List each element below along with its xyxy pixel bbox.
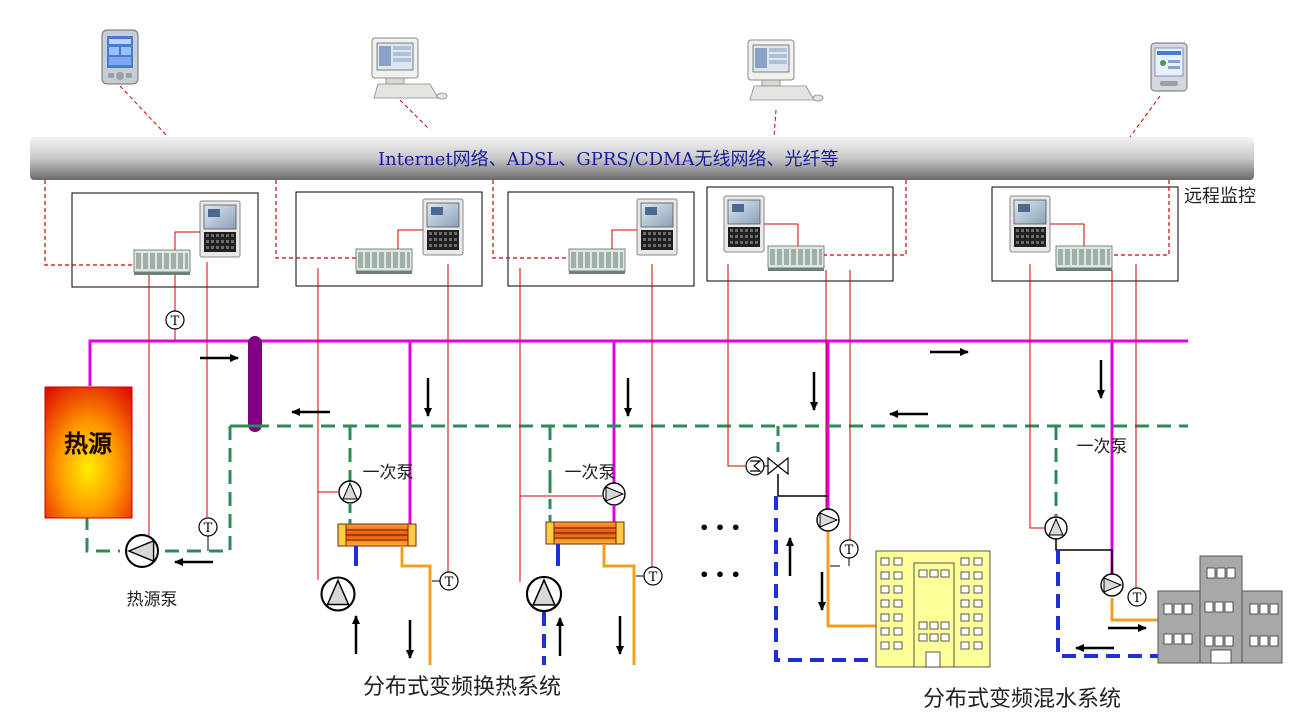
secondary-pump-icon <box>525 575 563 613</box>
heat-source-pump-label: 热源泵 <box>127 590 178 610</box>
secondary-pump-icon <box>320 576 356 612</box>
heat-exchanger-icon <box>545 521 625 545</box>
remote-monitor-label: 远程监控 <box>1184 186 1256 207</box>
network-drops <box>44 180 1170 266</box>
hmi-panel-icon <box>723 195 765 253</box>
plc-rack-icon <box>568 248 626 275</box>
plc-rack-icon <box>133 249 191 276</box>
primary-pump-icon <box>1044 516 1068 540</box>
building-grey-icon <box>1157 555 1283 664</box>
station-devices <box>133 195 1113 276</box>
heat-exchanger-icon <box>337 523 417 547</box>
station-boxes <box>71 186 1179 288</box>
heat-source-boiler <box>44 386 133 519</box>
temperature-sensor-icon <box>165 310 185 330</box>
station-box-5 <box>991 186 1179 282</box>
primary-pump-label-2: 一次泵 <box>565 463 616 483</box>
hmi-panel-icon <box>199 200 241 258</box>
ellipsis-top: • • • <box>699 518 741 537</box>
device-links <box>119 85 1161 138</box>
temperature-sensor-icon <box>198 517 218 537</box>
mixing-pump-icon <box>1100 573 1124 597</box>
section-exchange-label: 分布式变频换热系统 <box>363 675 561 700</box>
mixing-pump-icon <box>816 508 840 532</box>
remote-devices <box>101 29 1188 102</box>
distributor-header <box>248 336 262 432</box>
network-bar <box>30 137 1254 180</box>
hmi-panel-icon <box>636 198 678 256</box>
secondary-supply-pipe-2 <box>602 544 636 665</box>
hmi-panel-icon <box>1009 195 1051 253</box>
ellipsis-bottom: • • • <box>699 565 741 584</box>
control-valve-icon <box>745 456 789 476</box>
network-bar-label: Internet网络、ADSL、GPRS/CDMA无线网络、光纤等 <box>378 149 838 170</box>
primary-pump-label-1: 一次泵 <box>363 463 414 483</box>
heat-source-label: 热源 <box>64 430 112 458</box>
plc-rack-icon <box>767 245 825 272</box>
station-box-3 <box>507 191 695 287</box>
primary-pump-icon <box>338 480 362 504</box>
pda-device-icon <box>101 29 139 85</box>
building-yellow-icon <box>875 550 991 668</box>
heat-source-pump-icon <box>125 534 159 568</box>
primary-pump-icon <box>602 482 626 506</box>
station-box-4 <box>706 186 894 282</box>
primary-return-pipe <box>85 424 1188 553</box>
hmi-plc-links <box>174 223 1085 250</box>
temperature-sensor-icon <box>439 571 459 591</box>
plc-rack-icon <box>355 248 413 275</box>
flow-arrows <box>174 348 1147 659</box>
temperature-sensors <box>165 310 1147 607</box>
pda-device-icon <box>1150 42 1188 92</box>
primary-pump-label-3: 一次泵 <box>1077 437 1128 457</box>
hmi-panel-icon <box>422 198 464 256</box>
section-mixing-label: 分布式变频混水系统 <box>923 687 1121 712</box>
temperature-sensor-icon <box>839 539 859 559</box>
desktop-computer-icon <box>371 37 448 100</box>
desktop-computer-icon <box>747 39 824 102</box>
primary-supply-pipe <box>88 339 1188 580</box>
plc-rack-icon <box>1055 245 1113 272</box>
secondary-supply-pipe-1 <box>400 546 432 665</box>
station-box-2 <box>295 191 483 287</box>
signal-wiring <box>148 262 1137 588</box>
temperature-sensor-icon <box>1127 587 1147 607</box>
station-box-1 <box>71 192 259 288</box>
temperature-sensor-icon <box>643 566 663 586</box>
